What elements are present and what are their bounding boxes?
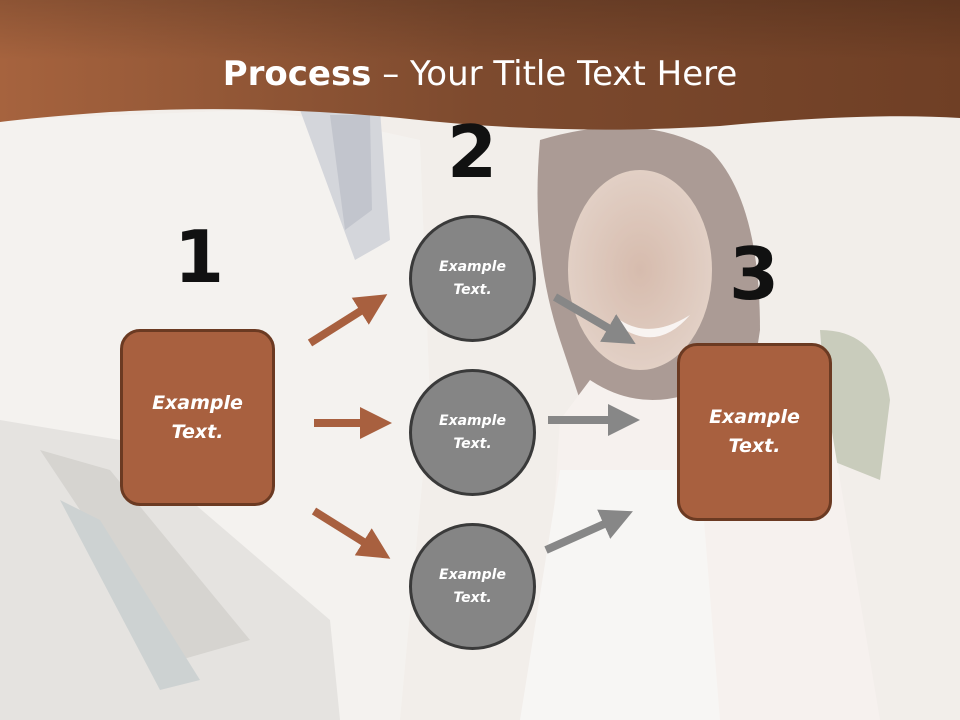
circle-2-text: Example Text. (439, 412, 506, 452)
arrow-circle-3-to-3 (544, 509, 633, 554)
step-3-text: Example Text. (709, 406, 800, 457)
step-1-text: Example Text. (152, 391, 243, 443)
step-1-box: Example Text. (120, 329, 275, 506)
circle-3-text: Example Text. (439, 566, 506, 606)
arrow-circle-1-to-3 (552, 293, 636, 345)
title-rest: – Your Title Text Here (371, 54, 738, 94)
step-number-3: 3 (728, 232, 780, 316)
step-3-box: Example Text. (677, 343, 832, 521)
step-2-circle-2: Example Text. (409, 369, 536, 496)
step-number-1: 1 (173, 215, 225, 299)
arrow-1-to-circle-1 (307, 294, 388, 347)
step-2-circle-1: Example Text. (409, 215, 536, 342)
title-bold: Process (222, 54, 372, 94)
arrow-1-to-circle-3 (311, 507, 391, 559)
slide-title: Process – Your Title Text Here (0, 52, 960, 96)
step-number-2: 2 (446, 110, 498, 194)
step-2-circle-3: Example Text. (409, 523, 536, 650)
circle-1-text: Example Text. (439, 258, 506, 298)
